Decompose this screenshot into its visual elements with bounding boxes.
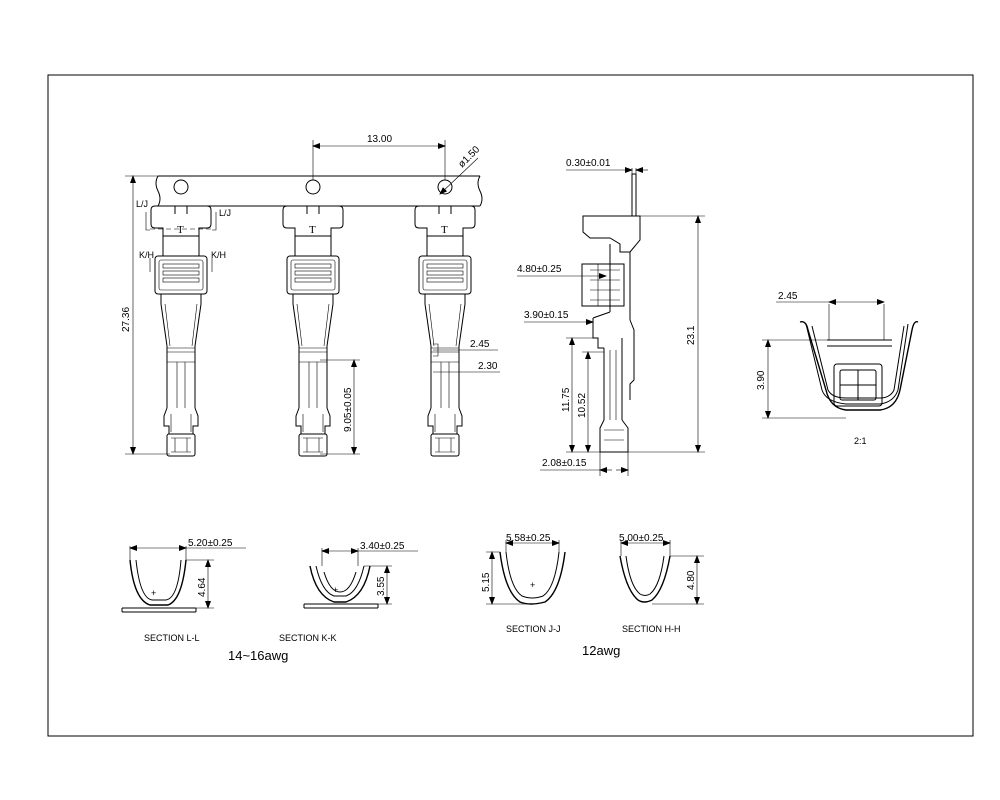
pilot-hole-1 bbox=[173, 179, 189, 195]
dim-step-390: 3.90±0.15 bbox=[524, 310, 569, 321]
dim-overall-length: 27.36 bbox=[121, 307, 132, 332]
section-ll: + 5.20±0.25 4.64 SECTION L-L bbox=[121, 538, 246, 643]
front-view: T T T L/J L/J K/H K/H 13.00 ø1.50 27.36 … bbox=[121, 134, 500, 457]
dim-crimp-length: 9.05±0.05 bbox=[343, 387, 354, 432]
carrier-break-right bbox=[477, 175, 483, 207]
section-kk: + 3.40±0.25 3.55 SECTION K-K bbox=[279, 541, 418, 643]
group-caption-large: 12awg bbox=[582, 643, 620, 658]
dim-height-231: 23.1 bbox=[686, 325, 697, 345]
dim-detail-width: 2.45 bbox=[778, 291, 798, 302]
terminal-1 bbox=[150, 205, 212, 457]
dim-width-245: 2.45 bbox=[470, 339, 490, 350]
dim-pitch: 13.00 bbox=[367, 134, 392, 145]
section-kk-label: SECTION K-K bbox=[279, 633, 337, 643]
dim-section-kk-height: 3.55 bbox=[376, 576, 387, 596]
side-view: 0.30±0.01 4.80±0.25 3.90±0.15 11.75 10.5… bbox=[517, 158, 705, 476]
dim-width-230: 2.30 bbox=[478, 361, 498, 372]
dim-section-hh-height: 4.80 bbox=[686, 570, 697, 590]
section-hh-label: SECTION H-H bbox=[622, 624, 681, 634]
dim-section-jj-height: 5.15 bbox=[481, 572, 492, 592]
terminal-2 bbox=[282, 205, 344, 457]
kh-markers bbox=[149, 258, 213, 272]
detail-view: 2.45 3.90 2:1 bbox=[756, 291, 919, 446]
kh-label-right: K/H bbox=[211, 250, 226, 260]
svg-text:+: + bbox=[151, 588, 156, 598]
kh-label-left: K/H bbox=[139, 250, 154, 260]
drawing-border bbox=[47, 74, 974, 737]
scale-label: 2:1 bbox=[854, 436, 867, 446]
dim-thickness: 0.30±0.01 bbox=[566, 158, 611, 169]
terminal-3 bbox=[414, 205, 476, 457]
section-jj-label: SECTION J-J bbox=[506, 624, 561, 634]
dim-height-1175: 11.75 bbox=[561, 387, 572, 412]
dim-detail-height: 3.90 bbox=[756, 370, 767, 390]
pilot-hole-3 bbox=[437, 179, 453, 195]
lj-label-left: L/J bbox=[136, 199, 148, 209]
dim-section-hh-width: 5.00±0.25 bbox=[619, 533, 664, 544]
side-tab bbox=[631, 173, 637, 217]
carrier-break-left bbox=[155, 175, 161, 207]
dim-width-480: 4.80±0.25 bbox=[517, 264, 562, 275]
section-jj: + 5.58±0.25 5.15 SECTION J-J bbox=[481, 533, 566, 634]
lj-marker-left bbox=[145, 212, 150, 231]
dim-section-jj-width: 5.58±0.25 bbox=[506, 533, 551, 544]
svg-text:+: + bbox=[530, 580, 535, 590]
dim-width-208: 2.08±0.15 bbox=[542, 458, 587, 469]
t-mark-1: T bbox=[177, 224, 184, 236]
lj-label-right: L/J bbox=[219, 208, 231, 218]
section-ll-label: SECTION L-L bbox=[144, 633, 200, 643]
pilot-hole-2 bbox=[305, 179, 321, 195]
dim-section-kk-width: 3.40±0.25 bbox=[360, 541, 405, 552]
dim-section-ll-width: 5.20±0.25 bbox=[188, 538, 233, 549]
lj-marker-right bbox=[212, 212, 217, 231]
t-mark-2: T bbox=[309, 224, 316, 236]
svg-text:+: + bbox=[333, 585, 338, 595]
t-mark-3: T bbox=[441, 224, 448, 236]
group-caption-small: 14~16awg bbox=[228, 648, 288, 663]
section-hh: 5.00±0.25 4.80 SECTION H-H bbox=[619, 533, 704, 634]
dim-height-1052: 10.52 bbox=[577, 393, 588, 418]
dim-section-ll-height: 4.64 bbox=[197, 577, 208, 597]
